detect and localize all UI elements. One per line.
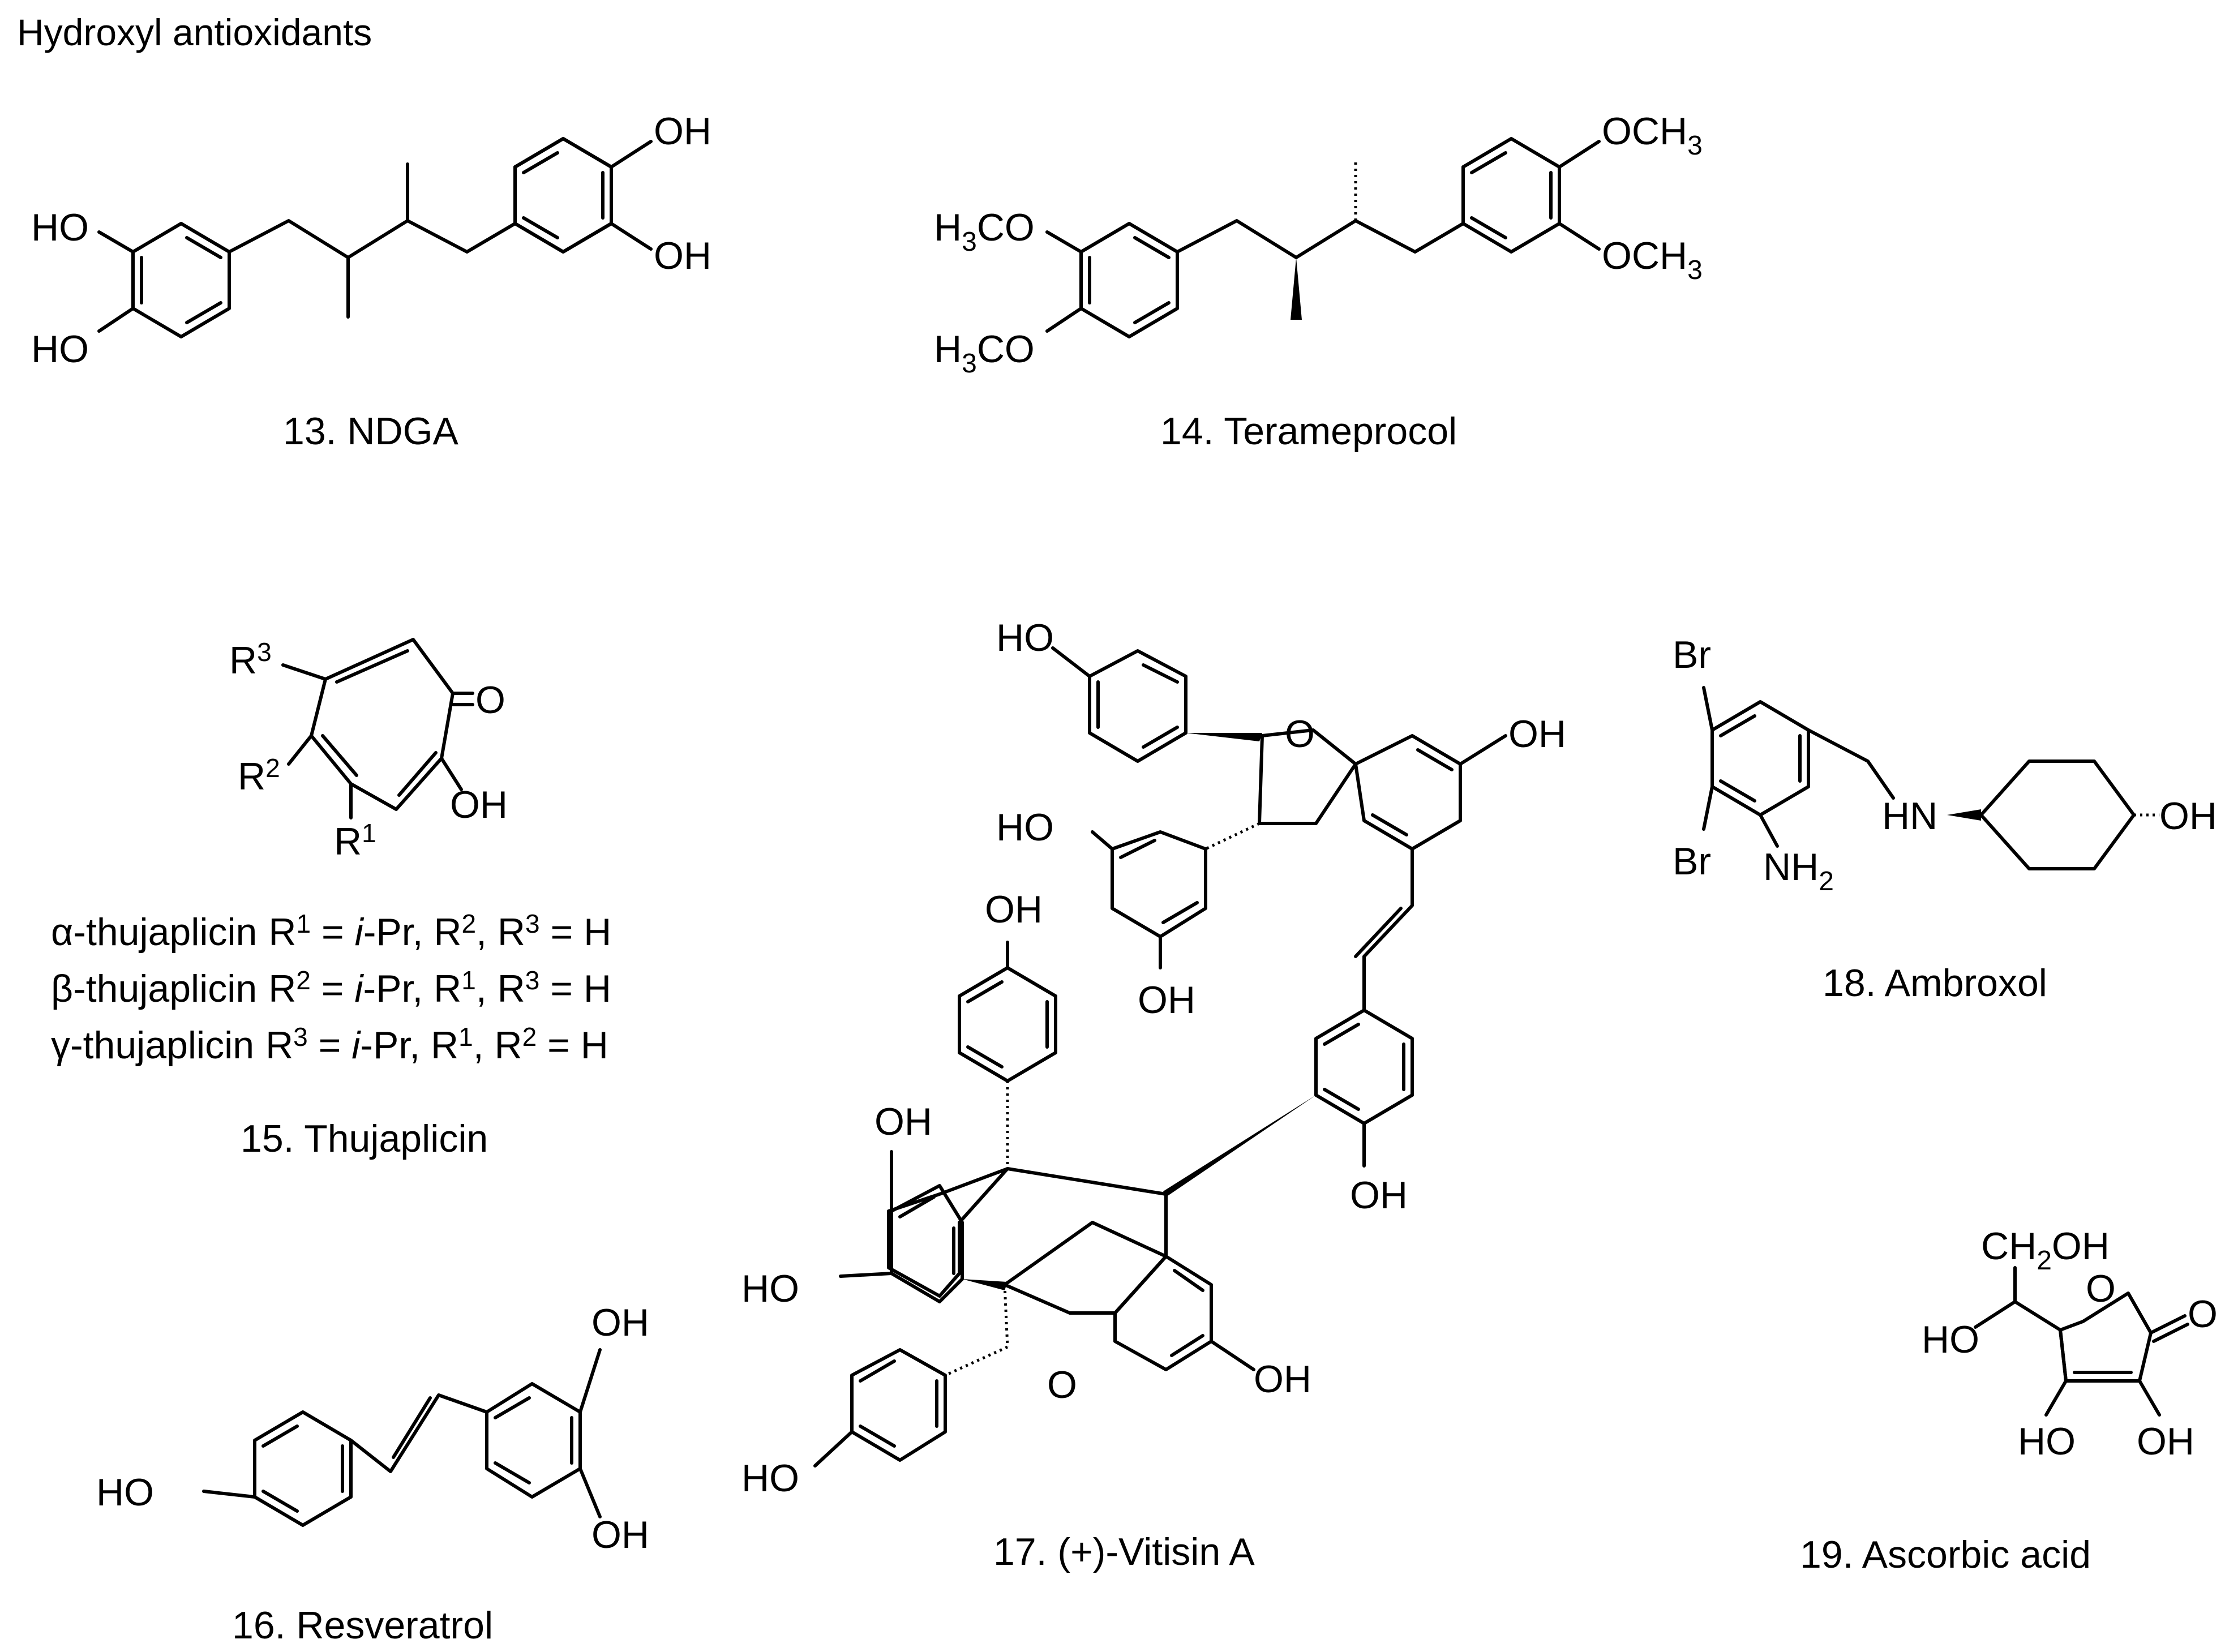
resveratrol-ho: HO bbox=[96, 1471, 154, 1514]
figure-heading: Hydroxyl antioxidants bbox=[17, 11, 372, 53]
ascorbic-ho-ring: HO bbox=[2018, 1420, 2076, 1463]
vitisin-oh-resorcinol: OH bbox=[1138, 979, 1195, 1022]
ascorbic-caption: 19. Ascorbic acid bbox=[1800, 1533, 2091, 1576]
thujaplicin-r2-label: R2 bbox=[238, 753, 280, 798]
resveratrol-structure bbox=[202, 1348, 602, 1527]
ascorbic-acid-structure bbox=[1974, 1266, 2189, 1417]
vitisin-oh-seven-ring: OH bbox=[874, 1100, 932, 1143]
vitisin-furan-o-top: O bbox=[1285, 713, 1315, 756]
ambroxol-br-upper: Br bbox=[1673, 633, 1711, 676]
svg-text:R1: R1 bbox=[334, 818, 376, 863]
thujaplicin-caption: 15. Thujaplicin bbox=[241, 1117, 488, 1160]
thujaplicin-carbonyl-o: O bbox=[475, 679, 505, 722]
vitisin-a-structure bbox=[813, 646, 1507, 1468]
resveratrol-oh-upper: OH bbox=[591, 1301, 649, 1344]
thujaplicin-r3-label: R3 bbox=[229, 637, 272, 682]
ndga-caption: 13. NDGA bbox=[283, 410, 459, 453]
ndga-ho-upper: HO bbox=[31, 206, 89, 249]
thujaplicin-r1-label: R1 bbox=[334, 818, 376, 863]
svg-text:OCH3: OCH3 bbox=[1602, 110, 1703, 161]
ascorbic-ho-side: HO bbox=[1922, 1318, 1979, 1361]
terameprocol-structure bbox=[1045, 137, 1601, 338]
svg-text:NH2: NH2 bbox=[1763, 846, 1834, 896]
vitisin-caption: 17. (+)-Vitisin A bbox=[993, 1530, 1255, 1573]
ascorbic-oh-ring: OH bbox=[2137, 1420, 2194, 1463]
ambroxol-br-lower: Br bbox=[1673, 840, 1711, 883]
ndga-oh-upper: OH bbox=[654, 110, 711, 153]
svg-text:OCH3: OCH3 bbox=[1602, 234, 1703, 285]
vitisin-ho-bottom: HO bbox=[741, 1457, 799, 1500]
ascorbic-carbonyl-o: O bbox=[2188, 1293, 2218, 1336]
vitisin-oh-bottom-right: OH bbox=[1254, 1358, 1311, 1401]
terameprocol-och3-lower: OCH3 bbox=[1602, 234, 1703, 285]
ambroxol-oh: OH bbox=[2159, 795, 2217, 838]
ndga-ho-lower: HO bbox=[31, 328, 89, 371]
resveratrol-oh-lower: OH bbox=[591, 1513, 649, 1556]
vitisin-oh-right-phenol: OH bbox=[1350, 1174, 1408, 1217]
ambroxol-nh2: NH2 bbox=[1763, 846, 1834, 896]
svg-text:R2: R2 bbox=[238, 753, 280, 798]
vitisin-oh-top-right: OH bbox=[1508, 713, 1566, 756]
ascorbic-ring-o: O bbox=[2086, 1267, 2116, 1310]
vitisin-oh-hanging-phenol: OH bbox=[985, 888, 1043, 931]
vitisin-ho-resorcinol: HO bbox=[996, 806, 1054, 849]
thujaplicin-structure bbox=[281, 638, 474, 819]
svg-text:H3CO: H3CO bbox=[934, 206, 1035, 257]
ndga-structure bbox=[97, 137, 653, 338]
ambroxol-hn: HN bbox=[1882, 795, 1937, 838]
vitisin-furan-o-bottom: O bbox=[1047, 1363, 1077, 1406]
svg-text:R3: R3 bbox=[229, 637, 272, 682]
thujaplicin-oh: OH bbox=[450, 783, 508, 826]
svg-text:CH2OH: CH2OH bbox=[1981, 1225, 2110, 1276]
ambroxol-caption: 18. Ambroxol bbox=[1823, 962, 2047, 1005]
ndga-oh-lower: OH bbox=[654, 234, 711, 277]
svg-text:H3CO: H3CO bbox=[934, 328, 1035, 379]
terameprocol-h3co-lower: H3CO bbox=[934, 328, 1035, 379]
ambroxol-structure bbox=[1702, 686, 2159, 870]
vitisin-ho-left: HO bbox=[741, 1267, 799, 1310]
ascorbic-ch2oh: CH2OH bbox=[1981, 1225, 2110, 1276]
terameprocol-caption: 14. Terameprocol bbox=[1160, 410, 1457, 453]
terameprocol-h3co-upper: H3CO bbox=[934, 206, 1035, 257]
vitisin-ho-top: HO bbox=[996, 616, 1054, 659]
terameprocol-och3-upper: OCH3 bbox=[1602, 110, 1703, 161]
resveratrol-caption: 16. Resveratrol bbox=[232, 1604, 493, 1647]
